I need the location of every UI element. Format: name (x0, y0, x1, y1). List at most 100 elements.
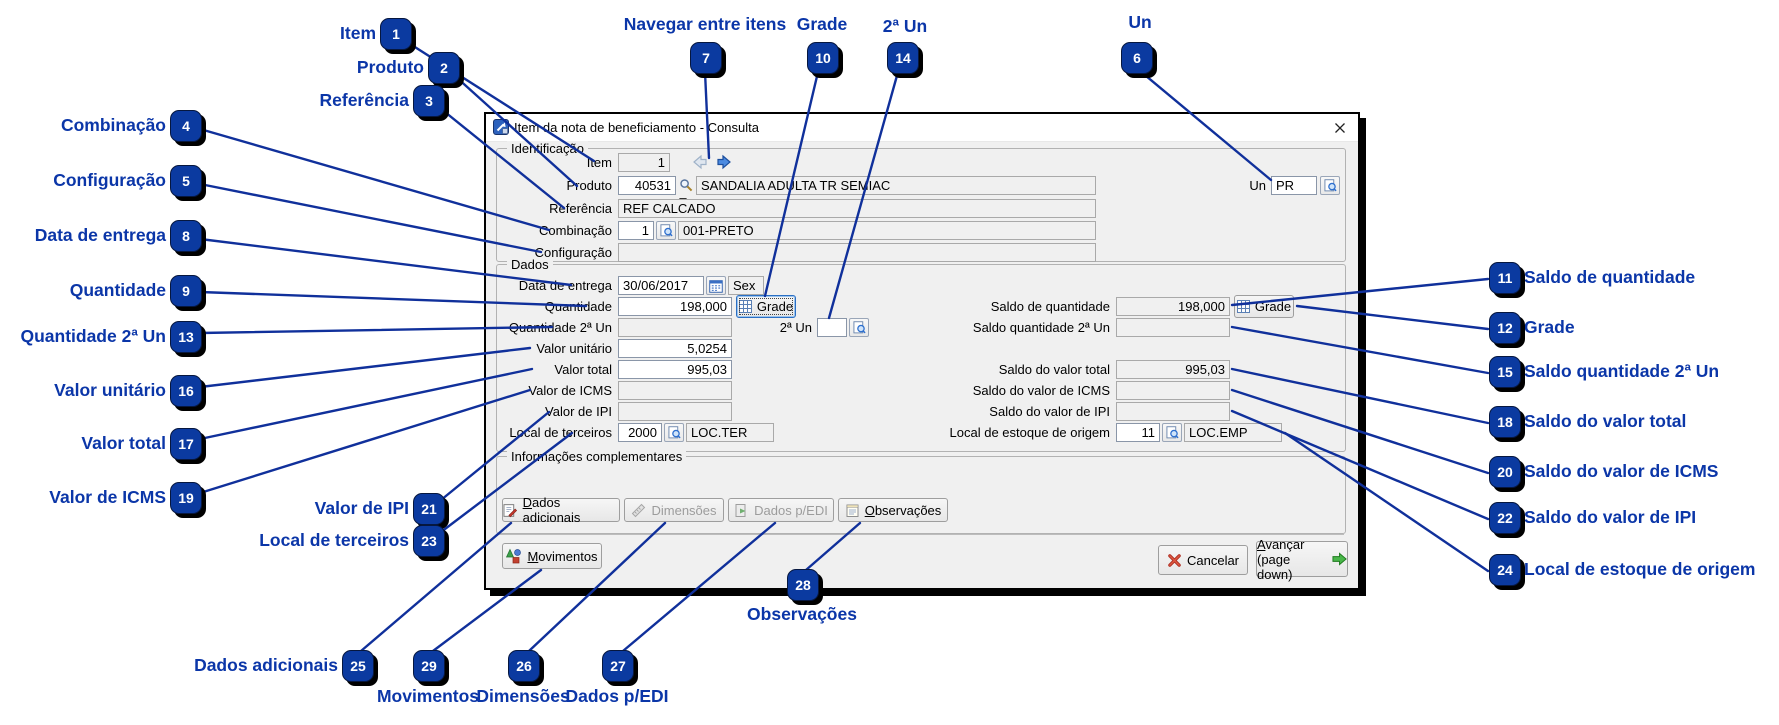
valor-unitario-label: Valor unitário (536, 341, 612, 356)
saldo-valor-ipi-label: Saldo do valor de IPI (989, 404, 1110, 419)
magnifier-icon[interactable] (679, 178, 693, 192)
configuracao-field (618, 243, 1096, 262)
callout-label-movimentos: Movimentos (376, 686, 480, 706)
combinacao-description-field: 001-PRETO (678, 221, 1096, 240)
movimentos-button[interactable]: Movimentos (502, 543, 602, 569)
callout-badge-29: 29 (413, 650, 445, 682)
avancar-button[interactable]: Avançar (page down) (1256, 537, 1348, 582)
local-origem-search-button[interactable] (1162, 423, 1182, 442)
un2-search-button[interactable] (849, 318, 869, 337)
produto-description-field: SANDALIA ADULTA TR SEMIAC (696, 176, 1096, 195)
calendar-button[interactable] (706, 276, 726, 295)
callout-line-17 (198, 367, 534, 441)
search-icon (667, 426, 681, 439)
callout-label-saldo-quantidade-2un: Saldo quantidade 2ª Un (1524, 361, 1720, 381)
callout-label-grade-saldo: Grade (1524, 317, 1575, 337)
local-terceiros-search-button[interactable] (664, 423, 684, 442)
saldo-quantidade-field: 198,000 (1116, 297, 1230, 316)
notepad-icon (846, 504, 859, 517)
callout-label-grade: Grade (796, 14, 848, 34)
callout-label-valor-total: Valor total (81, 433, 166, 453)
callout-badge-8: 8 (170, 220, 202, 252)
saldo-valor-icms-label: Saldo do valor de ICMS (972, 383, 1110, 398)
callout-label-2a-un: 2ª Un (882, 16, 928, 36)
callout-badge-3: 3 (413, 85, 445, 117)
group-dados-label: Dados (507, 257, 553, 272)
callout-badge-26: 26 (508, 650, 540, 682)
quantidade-2un-field (618, 318, 732, 337)
produto-code-field[interactable]: 40531 (618, 176, 676, 195)
item-field[interactable]: 1 (618, 153, 670, 172)
dados-p-edi-button: Dados p/EDI (728, 498, 834, 522)
dialog-item-nota-beneficiamento: Item da nota de beneficiamento - Consult… (484, 112, 1360, 590)
valor-unitario-field[interactable]: 5,0254 (618, 339, 732, 358)
local-origem-code-field[interactable]: 11 (1116, 423, 1160, 442)
callout-badge-23: 23 (413, 525, 445, 557)
callout-badge-28: 28 (787, 569, 819, 601)
combinacao-search-button[interactable] (656, 221, 676, 240)
valor-icms-field (618, 381, 732, 400)
combinacao-label: Combinação (539, 223, 612, 238)
callout-badge-2: 2 (428, 52, 460, 84)
callout-badge-12: 12 (1489, 312, 1521, 344)
observacoes-button[interactable]: Observações (838, 498, 948, 522)
referencia-label: Referência (549, 201, 612, 216)
callout-badge-13: 13 (170, 321, 202, 353)
combinacao-code-field[interactable]: 1 (618, 221, 654, 240)
search-icon (659, 224, 673, 237)
callout-badge-11: 11 (1489, 262, 1521, 294)
data-entrega-field[interactable]: 30/06/2017 (618, 276, 704, 295)
grade-button-label: Grade (1254, 299, 1292, 314)
search-icon (852, 321, 866, 334)
callout-badge-19: 19 (170, 482, 202, 514)
callout-badge-16: 16 (170, 375, 202, 407)
edi-document-icon (735, 503, 746, 517)
ruler-icon (632, 503, 646, 517)
valor-total-label: Valor total (554, 362, 612, 377)
dados-adicionais-button[interactable]: Dados adicionais (502, 495, 620, 525)
saldo-quantidade-2un-field (1116, 318, 1230, 337)
local-terceiros-code-field[interactable]: 2000 (618, 423, 662, 442)
callout-label-saldo-valor-total: Saldo do valor total (1524, 411, 1687, 431)
callout-badge-17: 17 (170, 428, 202, 460)
note-pen-icon (503, 503, 518, 517)
callout-badge-27: 27 (602, 650, 634, 682)
close-icon (1335, 122, 1345, 133)
grid-icon (1236, 300, 1250, 313)
title-bar: Item da nota de beneficiamento - Consult… (486, 114, 1358, 142)
callout-badge-10: 10 (807, 42, 839, 74)
un-field[interactable]: PR (1271, 176, 1317, 195)
callout-badge-9: 9 (170, 275, 202, 307)
saldo-valor-total-field: 995,03 (1116, 360, 1230, 379)
grade-button-saldo[interactable]: Grade (1234, 295, 1294, 318)
quantidade-2un-label: Quantidade 2ª Un (508, 320, 612, 335)
callout-label-saldo-valor-ipi: Saldo do valor de IPI (1524, 507, 1697, 527)
grade-button-quantidade[interactable]: Grade (736, 295, 796, 318)
saldo-quantidade-2un-label: Saldo quantidade 2ª Un (972, 320, 1110, 335)
callout-label-quantidade-2un: Quantidade 2ª Un (20, 326, 166, 346)
quantidade-field[interactable]: 198,000 (618, 297, 732, 316)
un2-label: 2ª Un (779, 320, 812, 335)
produto-label: Produto (566, 178, 612, 193)
item-label: Item (586, 155, 612, 170)
grade-button-label: Grade (756, 299, 794, 314)
group-informacoes-complementares: Informações complementares (496, 449, 1346, 534)
valor-total-field[interactable]: 995,03 (618, 360, 732, 379)
un-search-button[interactable] (1320, 176, 1340, 195)
dados-p-edi-label: Dados p/EDI (754, 502, 828, 518)
un2-field[interactable] (817, 318, 847, 337)
calendar-icon (709, 279, 723, 293)
close-button[interactable] (1328, 116, 1352, 139)
callout-label-combinacao: Combinação (60, 115, 166, 135)
arrow-left-icon (692, 154, 707, 170)
app-icon (493, 119, 509, 135)
grid-icon (738, 300, 752, 313)
callout-badge-7: 7 (690, 42, 722, 74)
nav-next-button[interactable] (714, 153, 733, 171)
callout-badge-21: 21 (413, 493, 445, 525)
valor-ipi-label: Valor de IPI (545, 404, 612, 419)
cancelar-button[interactable]: Cancelar (1158, 545, 1248, 575)
callout-badge-6: 6 (1121, 42, 1153, 74)
callout-label-referencia: Referência (319, 90, 410, 110)
